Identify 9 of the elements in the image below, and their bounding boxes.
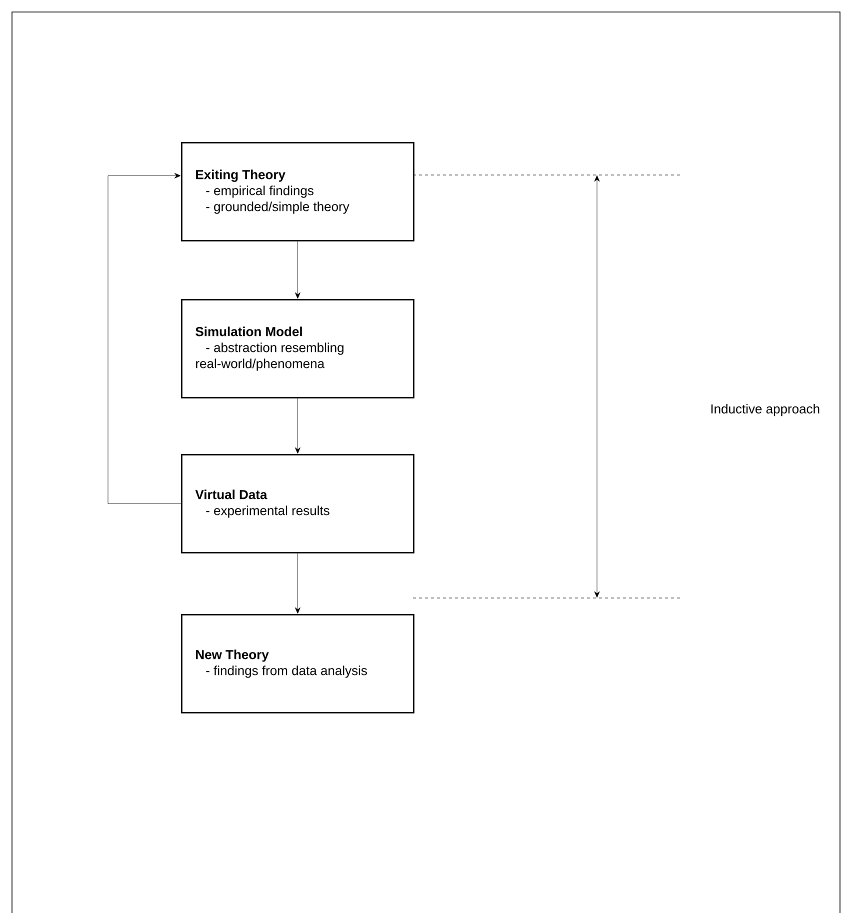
arrow bbox=[294, 241, 300, 299]
process-box: New Theory - findings from data analysis bbox=[181, 614, 414, 714]
process-box: Simulation Model - abstraction resembling real-world/phenomena bbox=[181, 299, 414, 398]
process-box: Exiting Theory - empirical findings - grounded/simple theory bbox=[181, 142, 414, 242]
arrow bbox=[108, 172, 182, 504]
arrow bbox=[294, 398, 300, 454]
dimension-label: Inductive approach bbox=[711, 404, 820, 416]
arrow bbox=[294, 553, 300, 614]
process-box: Virtual Data - experimental results bbox=[181, 454, 414, 554]
